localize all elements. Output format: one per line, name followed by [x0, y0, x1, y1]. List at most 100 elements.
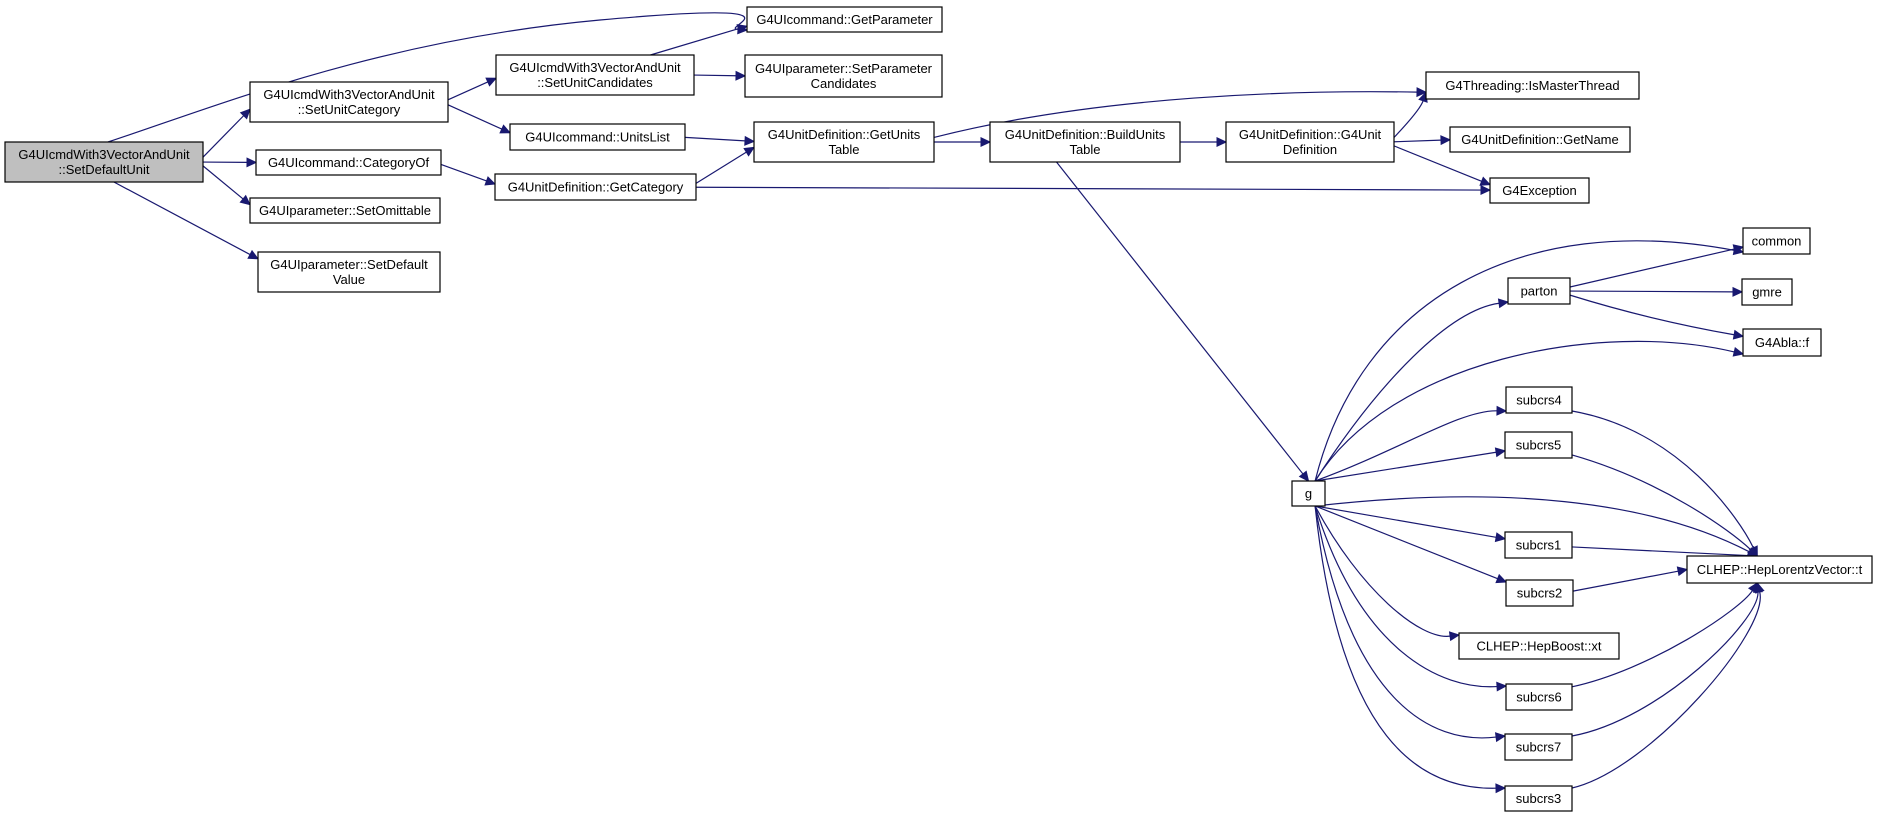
node-label: G4UnitDefinition::BuildUnits — [1005, 127, 1166, 142]
node-label: subcrs7 — [1516, 740, 1562, 755]
node-label: ::SetDefaultUnit — [58, 162, 149, 177]
edge-getCategory-to-g4Exception — [695, 186, 1482, 191]
node-unitsList[interactable]: G4UIcommand::UnitsList — [509, 123, 686, 151]
node-getParam[interactable]: G4UIcommand::GetParameter — [746, 6, 943, 33]
edge-setUnitCat-to-unitsList — [447, 104, 503, 130]
arrowhead-setUnitCand-to-setParamCand — [735, 70, 747, 81]
edge-subcrs5-to-hepLorentz — [1571, 454, 1752, 551]
edge-root-to-setOmit — [202, 165, 244, 200]
node-hepBoost[interactable]: CLHEP::HepBoost::xt — [1458, 632, 1620, 660]
arrowhead-categoryOf-to-getCategory — [484, 176, 497, 186]
node-isMaster[interactable]: G4Threading::IsMasterThread — [1425, 71, 1640, 100]
node-label: G4UIcmdWith3VectorAndUnit — [509, 60, 681, 75]
node-box — [494, 173, 697, 201]
arrowhead-g4UnitDef-to-g4Exception — [1479, 176, 1492, 186]
node-label: G4UIparameter::SetDefault — [270, 257, 428, 272]
edge-g-to-hepLorentz — [1315, 496, 1750, 553]
node-box — [1425, 71, 1640, 100]
node-box — [495, 54, 695, 96]
node-subcrs6[interactable]: subcrs6 — [1505, 683, 1573, 711]
node-subcrs1[interactable]: subcrs1 — [1504, 531, 1573, 559]
node-box — [1489, 177, 1590, 204]
node-box — [249, 81, 449, 123]
node-box — [1458, 632, 1620, 660]
arrowhead-getCategory-to-getUnitsTbl — [743, 146, 756, 157]
arrowhead-getCategory-to-g4Exception — [1480, 185, 1492, 196]
arrowhead-g-to-subcrs3 — [1495, 783, 1507, 794]
edge-g4UnitDef-to-getName — [1393, 139, 1442, 143]
arrowhead-parton-to-common — [1732, 244, 1745, 254]
node-label: g — [1305, 486, 1312, 501]
edge-root-to-setUnitCat — [202, 115, 245, 158]
node-label: G4UnitDefinition::GetUnits — [768, 127, 921, 142]
node-label: parton — [1521, 284, 1558, 299]
arrowhead-g-to-subcrs6 — [1496, 681, 1508, 692]
node-g[interactable]: g — [1291, 480, 1326, 507]
node-box — [1507, 277, 1571, 305]
node-common[interactable]: common — [1742, 227, 1811, 255]
node-box — [753, 121, 935, 163]
node-subcrs7[interactable]: subcrs7 — [1504, 733, 1573, 761]
node-label: Definition — [1283, 142, 1337, 157]
node-getCategory[interactable]: G4UnitDefinition::GetCategory — [494, 173, 697, 201]
edge-subcrs1-to-hepLorentz — [1571, 546, 1749, 557]
node-box — [1504, 431, 1573, 459]
node-box — [1504, 785, 1573, 812]
node-subcrs5[interactable]: subcrs5 — [1504, 431, 1573, 459]
node-g4Exception[interactable]: G4Exception — [1489, 177, 1590, 204]
node-parton[interactable]: parton — [1507, 277, 1571, 305]
edge-root-to-getParam — [107, 12, 746, 143]
node-box — [746, 6, 943, 33]
node-ablaF[interactable]: G4Abla::f — [1742, 328, 1822, 357]
node-box — [1504, 531, 1573, 559]
node-label: subcrs6 — [1516, 690, 1562, 705]
node-box — [249, 197, 441, 224]
edge-subcrs4-to-hepLorentz — [1571, 410, 1754, 549]
edge-g-to-subcrs2 — [1314, 505, 1498, 580]
node-subcrs2[interactable]: subcrs2 — [1505, 579, 1574, 607]
node-label: CLHEP::HepLorentzVector::t — [1697, 562, 1863, 577]
node-root[interactable]: G4UIcmdWith3VectorAndUnit::SetDefaultUni… — [4, 141, 204, 183]
node-box — [257, 251, 441, 293]
node-label: CLHEP::HepBoost::xt — [1477, 639, 1602, 654]
node-categoryOf[interactable]: G4UIcommand::CategoryOf — [255, 149, 442, 176]
node-setUnitCand[interactable]: G4UIcmdWith3VectorAndUnit::SetUnitCandid… — [495, 54, 695, 96]
node-subcrs3[interactable]: subcrs3 — [1504, 785, 1573, 812]
node-hepLorentz[interactable]: CLHEP::HepLorentzVector::t — [1686, 555, 1873, 584]
node-box — [989, 121, 1181, 163]
node-label: Table — [1069, 142, 1100, 157]
arrowhead-parton-to-gmre — [1732, 286, 1744, 297]
node-box — [1742, 227, 1811, 255]
node-label: gmre — [1752, 285, 1782, 300]
arrowhead-root-to-setUnitCat — [239, 108, 251, 120]
edge-setUnitCand-to-getParam — [650, 28, 739, 56]
edge-g-to-subcrs4 — [1314, 410, 1498, 482]
node-setOmit[interactable]: G4UIparameter::SetOmittable — [249, 197, 441, 224]
arrowhead-g-to-hepBoost — [1448, 631, 1461, 642]
nodes-layer: G4UIcmdWith3VectorAndUnit::SetDefaultUni… — [4, 6, 1873, 812]
arrowhead-g-to-subcrs7 — [1494, 732, 1507, 743]
node-subcrs4[interactable]: subcrs4 — [1505, 386, 1573, 414]
node-setUnitCat[interactable]: G4UIcmdWith3VectorAndUnit::SetUnitCatego… — [249, 81, 449, 123]
node-gmre[interactable]: gmre — [1741, 278, 1793, 306]
arrowhead-getUnitsTbl-to-buildUnits — [980, 137, 992, 147]
edge-setUnitCat-to-setUnitCand — [447, 81, 489, 101]
node-g4UnitDef[interactable]: G4UnitDefinition::G4UnitDefinition — [1225, 121, 1395, 163]
arrowhead-g-to-subcrs1 — [1494, 532, 1507, 543]
edge-parton-to-ablaF — [1569, 294, 1735, 336]
node-getName[interactable]: G4UnitDefinition::GetName — [1449, 126, 1631, 153]
arrowhead-unitsList-to-getUnitsTbl — [744, 135, 756, 146]
node-label: G4UIcommand::CategoryOf — [268, 155, 430, 170]
arrowhead-g-to-subcrs2 — [1495, 573, 1508, 584]
arrowhead-g4UnitDef-to-getName — [1440, 135, 1452, 146]
node-box — [1505, 386, 1573, 414]
arrowhead-g-to-subcrs5 — [1494, 447, 1507, 458]
node-label: G4UIcommand::UnitsList — [525, 130, 670, 145]
node-box — [1505, 579, 1574, 607]
node-label: G4UIcmdWith3VectorAndUnit — [18, 147, 190, 162]
